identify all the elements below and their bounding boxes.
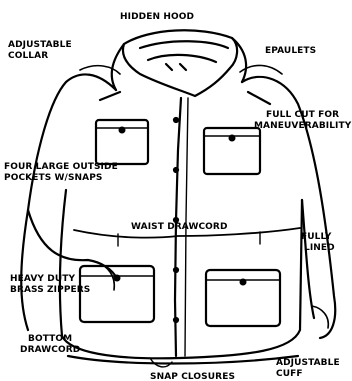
label-fully-lined-line1: FULLY: [301, 232, 332, 242]
label-zippers-line2: BRASS ZIPPERS: [10, 285, 90, 295]
hood-collar: [112, 30, 246, 96]
label-bottom-drawcord-line2: DRAWCORD: [20, 345, 80, 355]
label-bottom-drawcord-line1: BOTTOM: [28, 334, 72, 344]
label-full-cut-line1: FULL CUT FOR: [266, 110, 339, 120]
label-adjustable-collar-line2: COLLAR: [8, 51, 48, 61]
label-fully-lined-line2: LINED: [304, 243, 335, 253]
label-waist-drawcord: WAIST DRAWCORD: [131, 222, 228, 232]
label-zippers-line1: HEAVY DUTY: [10, 274, 75, 284]
label-adjustable-cuff-line2: CUFF: [276, 369, 303, 379]
label-adjustable-collar-line1: ADJUSTABLE: [8, 40, 72, 50]
label-epaulets: EPAULETS: [265, 46, 316, 56]
label-adjustable-cuff-line1: ADJUSTABLE: [276, 358, 340, 368]
snap-closures: [150, 118, 178, 367]
label-full-cut-line2: MANEUVERABILITY: [254, 121, 351, 131]
label-hidden-hood: HIDDEN HOOD: [120, 12, 194, 22]
label-snap-closures: SNAP CLOSURES: [150, 372, 235, 381]
label-pockets-line2: POCKETS W/SNAPS: [4, 173, 103, 183]
label-pockets-line1: FOUR LARGE OUTSIDE: [4, 162, 118, 172]
